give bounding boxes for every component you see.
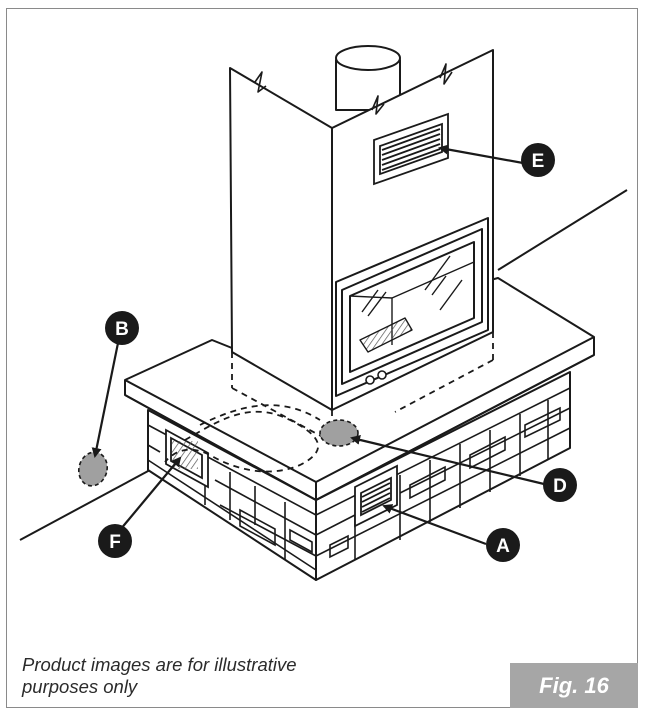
vent-a <box>354 464 398 528</box>
base-right-face <box>315 371 571 581</box>
caption-line-2: purposes only <box>22 676 138 697</box>
air-inlet-b <box>77 451 109 487</box>
arrow-b <box>91 342 120 458</box>
vent-f <box>165 428 209 489</box>
leader-arrows <box>91 144 545 546</box>
callout-a: A <box>486 528 520 562</box>
firebox <box>335 217 489 397</box>
callout-b: B <box>105 311 139 345</box>
callout-b-label: B <box>115 319 129 340</box>
hidden-lines <box>164 332 494 473</box>
disclaimer-caption: Product images are for illustrative purp… <box>22 654 442 698</box>
callout-d: D <box>543 468 577 502</box>
air-inlet-d <box>319 419 359 447</box>
hood-left-side <box>229 67 333 411</box>
stone-pattern-right <box>315 387 571 560</box>
arrow-a <box>382 504 487 546</box>
figure-frame <box>6 8 638 708</box>
callout-e: E <box>521 143 555 177</box>
arrow-d <box>350 435 545 486</box>
callout-e-label: E <box>532 151 545 172</box>
callout-f-label: F <box>109 532 121 553</box>
arrow-f <box>119 456 182 531</box>
grille-e <box>373 112 449 186</box>
floor-lines <box>19 189 628 541</box>
caption-line-1: Product images are for illustrative <box>22 654 297 675</box>
arrow-e <box>438 144 524 165</box>
callout-a-label: A <box>496 536 510 557</box>
callout-f: F <box>98 524 132 558</box>
figure-number-label: Fig. 16 <box>510 663 638 708</box>
callout-d-label: D <box>553 476 567 497</box>
